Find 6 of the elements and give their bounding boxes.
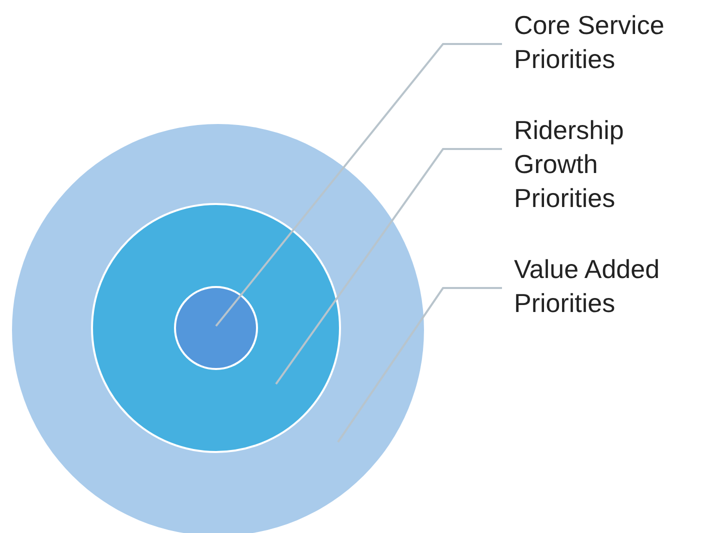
leader-line <box>215 43 502 327</box>
leader-line <box>337 287 502 443</box>
leader-line <box>275 148 502 385</box>
callout-label: Ridership Growth Priorities <box>514 113 699 215</box>
callout-label: Core Service Priorities <box>514 8 699 76</box>
callout-label: Value Added Priorities <box>514 252 699 320</box>
